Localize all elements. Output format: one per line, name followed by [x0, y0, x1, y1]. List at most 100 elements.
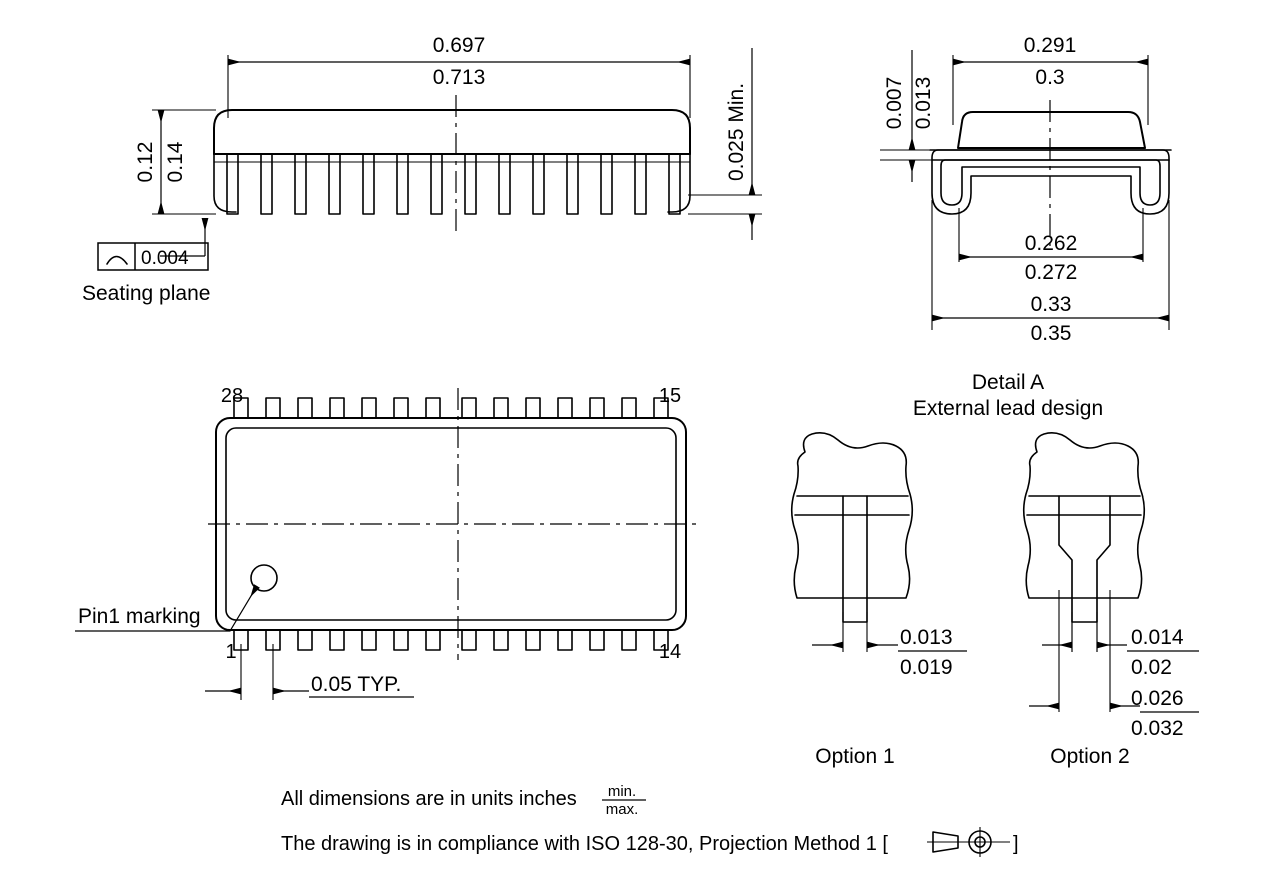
top-view-lead — [621, 629, 637, 651]
side-view-lead — [600, 153, 613, 215]
dim-length-min: 0.697 — [433, 34, 486, 57]
projection-cone — [932, 831, 959, 853]
pin-number-1: 1 — [225, 641, 236, 663]
side-view-lead — [464, 153, 477, 215]
lead-option-1: 0.013 0.019 Option 1 — [790, 432, 967, 768]
dim-height-min: 0.12 — [134, 142, 157, 183]
gdt-tolerance: 0.004 — [141, 248, 189, 269]
option-2-dim-width-min: 0.014 — [1131, 626, 1184, 649]
side-view-lead — [328, 153, 341, 215]
dim-inner-span-min: 0.262 — [1025, 232, 1078, 255]
side-view-lead — [226, 153, 239, 215]
end-view-lead-outline-inner — [940, 159, 1161, 206]
option-2-dim-shoulder-max: 0.032 — [1131, 717, 1184, 740]
top-view-lead — [589, 629, 605, 651]
top-view-lead — [297, 397, 313, 419]
top-view-lead — [461, 629, 477, 651]
side-view-lead — [430, 153, 443, 215]
seating-plane-callout: 0.004 Seating plane — [82, 218, 210, 305]
side-view-length-dimension: 0.697 0.713 — [227, 34, 691, 118]
option-1-dim-width-max: 0.019 — [900, 656, 953, 679]
side-view-lead — [260, 153, 273, 215]
units-note-denominator: max. — [606, 801, 639, 818]
top-view-lead — [329, 629, 345, 651]
units-note-numerator: min. — [608, 783, 636, 800]
top-view-lead — [265, 397, 281, 419]
dim-body-width-max: 0.3 — [1035, 66, 1064, 89]
option-2-width-dimension: 0.014 0.02 — [1042, 612, 1199, 679]
dim-lead-thickness-max: 0.013 — [912, 77, 935, 130]
end-view: 0.291 0.3 0.007 0.013 0.262 0.272 — [880, 34, 1172, 420]
standard-note-close: ] — [1013, 833, 1019, 855]
option-1-break-body — [790, 432, 914, 599]
option-2-label: Option 2 — [1050, 745, 1129, 768]
top-view-lead — [493, 397, 509, 419]
top-view-lead — [425, 629, 441, 651]
end-view-lead-outline-outer — [931, 149, 1170, 215]
end-view-body-width-dimension: 0.291 0.3 — [952, 34, 1149, 125]
option-1-label: Option 1 — [815, 745, 894, 768]
top-view-lead — [557, 629, 573, 651]
top-view-lead — [589, 397, 605, 419]
feature-control-frame — [97, 242, 209, 271]
top-view-lead — [653, 629, 669, 651]
side-view-right-chamfer — [667, 153, 691, 213]
side-view-standoff-dimension: 0.025 Min. — [688, 48, 762, 240]
pin1-marking-leader — [75, 584, 260, 632]
seating-plane-label: Seating plane — [82, 282, 210, 305]
top-view-lead — [329, 397, 345, 419]
pin-number-28: 28 — [221, 385, 243, 407]
standard-note: The drawing is in compliance with ISO 12… — [281, 833, 888, 855]
dim-lead-thickness-min: 0.007 — [883, 77, 906, 130]
top-view-lead — [233, 397, 249, 419]
side-view-lead — [566, 153, 579, 215]
end-view-inner-span-dimension: 0.262 0.272 — [958, 208, 1144, 284]
top-view-lead — [361, 629, 377, 651]
option-2-lead-body — [1058, 495, 1111, 623]
profile-of-a-surface-icon — [106, 255, 128, 265]
side-view-lead — [294, 153, 307, 215]
top-view-leads-top — [233, 397, 669, 419]
top-view-lead — [361, 397, 377, 419]
option-2-break-body — [1022, 432, 1146, 599]
notes-block: All dimensions are in units inches min. … — [281, 783, 1019, 857]
top-view-lead — [297, 629, 313, 651]
dim-outer-span-max: 0.35 — [1031, 322, 1072, 345]
dim-outer-span-min: 0.33 — [1031, 293, 1072, 316]
top-view: 28 15 1 14 Pin1 marking 0.05 TYP. — [75, 385, 700, 700]
option-1-lead-body — [842, 495, 868, 623]
pin-number-15: 15 — [659, 385, 681, 407]
dim-standoff: 0.025 Min. — [725, 83, 748, 181]
side-view-lead — [668, 153, 681, 215]
option-2-dim-width-max: 0.02 — [1131, 656, 1172, 679]
end-view-body-outline — [957, 111, 1146, 149]
top-view-lead — [653, 397, 669, 419]
option-1-dim-width-min: 0.013 — [900, 626, 953, 649]
top-view-lead — [393, 629, 409, 651]
top-view-lead — [425, 397, 441, 419]
side-view-lead — [532, 153, 545, 215]
dim-height-max: 0.14 — [164, 141, 187, 182]
side-view-left-chamfer — [213, 153, 237, 213]
top-view-lead — [525, 397, 541, 419]
side-view-lead — [498, 153, 511, 215]
top-view-lead — [525, 629, 541, 651]
top-view-pitch-dimension: 0.05 TYP. — [205, 644, 414, 700]
pin-number-14: 14 — [659, 641, 681, 663]
side-view-lead — [634, 153, 647, 215]
pin1-marking-circle — [250, 564, 278, 592]
detail-a-title: Detail A — [972, 371, 1044, 394]
top-view-lead — [621, 397, 637, 419]
end-view-lead-thickness-dimension: 0.007 0.013 — [880, 50, 936, 182]
side-view-height-dimension: 0.12 0.14 — [134, 109, 216, 215]
first-angle-projection-symbol — [927, 827, 1010, 857]
option-1-width-dimension: 0.013 0.019 — [812, 612, 967, 679]
pin1-marking-label: Pin1 marking — [78, 605, 201, 628]
top-view-lead — [393, 397, 409, 419]
top-view-lead — [493, 629, 509, 651]
dim-inner-span-max: 0.272 — [1025, 261, 1078, 284]
end-view-outer-span-dimension: 0.33 0.35 — [931, 200, 1170, 345]
top-view-lead — [461, 397, 477, 419]
side-view-lead — [396, 153, 409, 215]
